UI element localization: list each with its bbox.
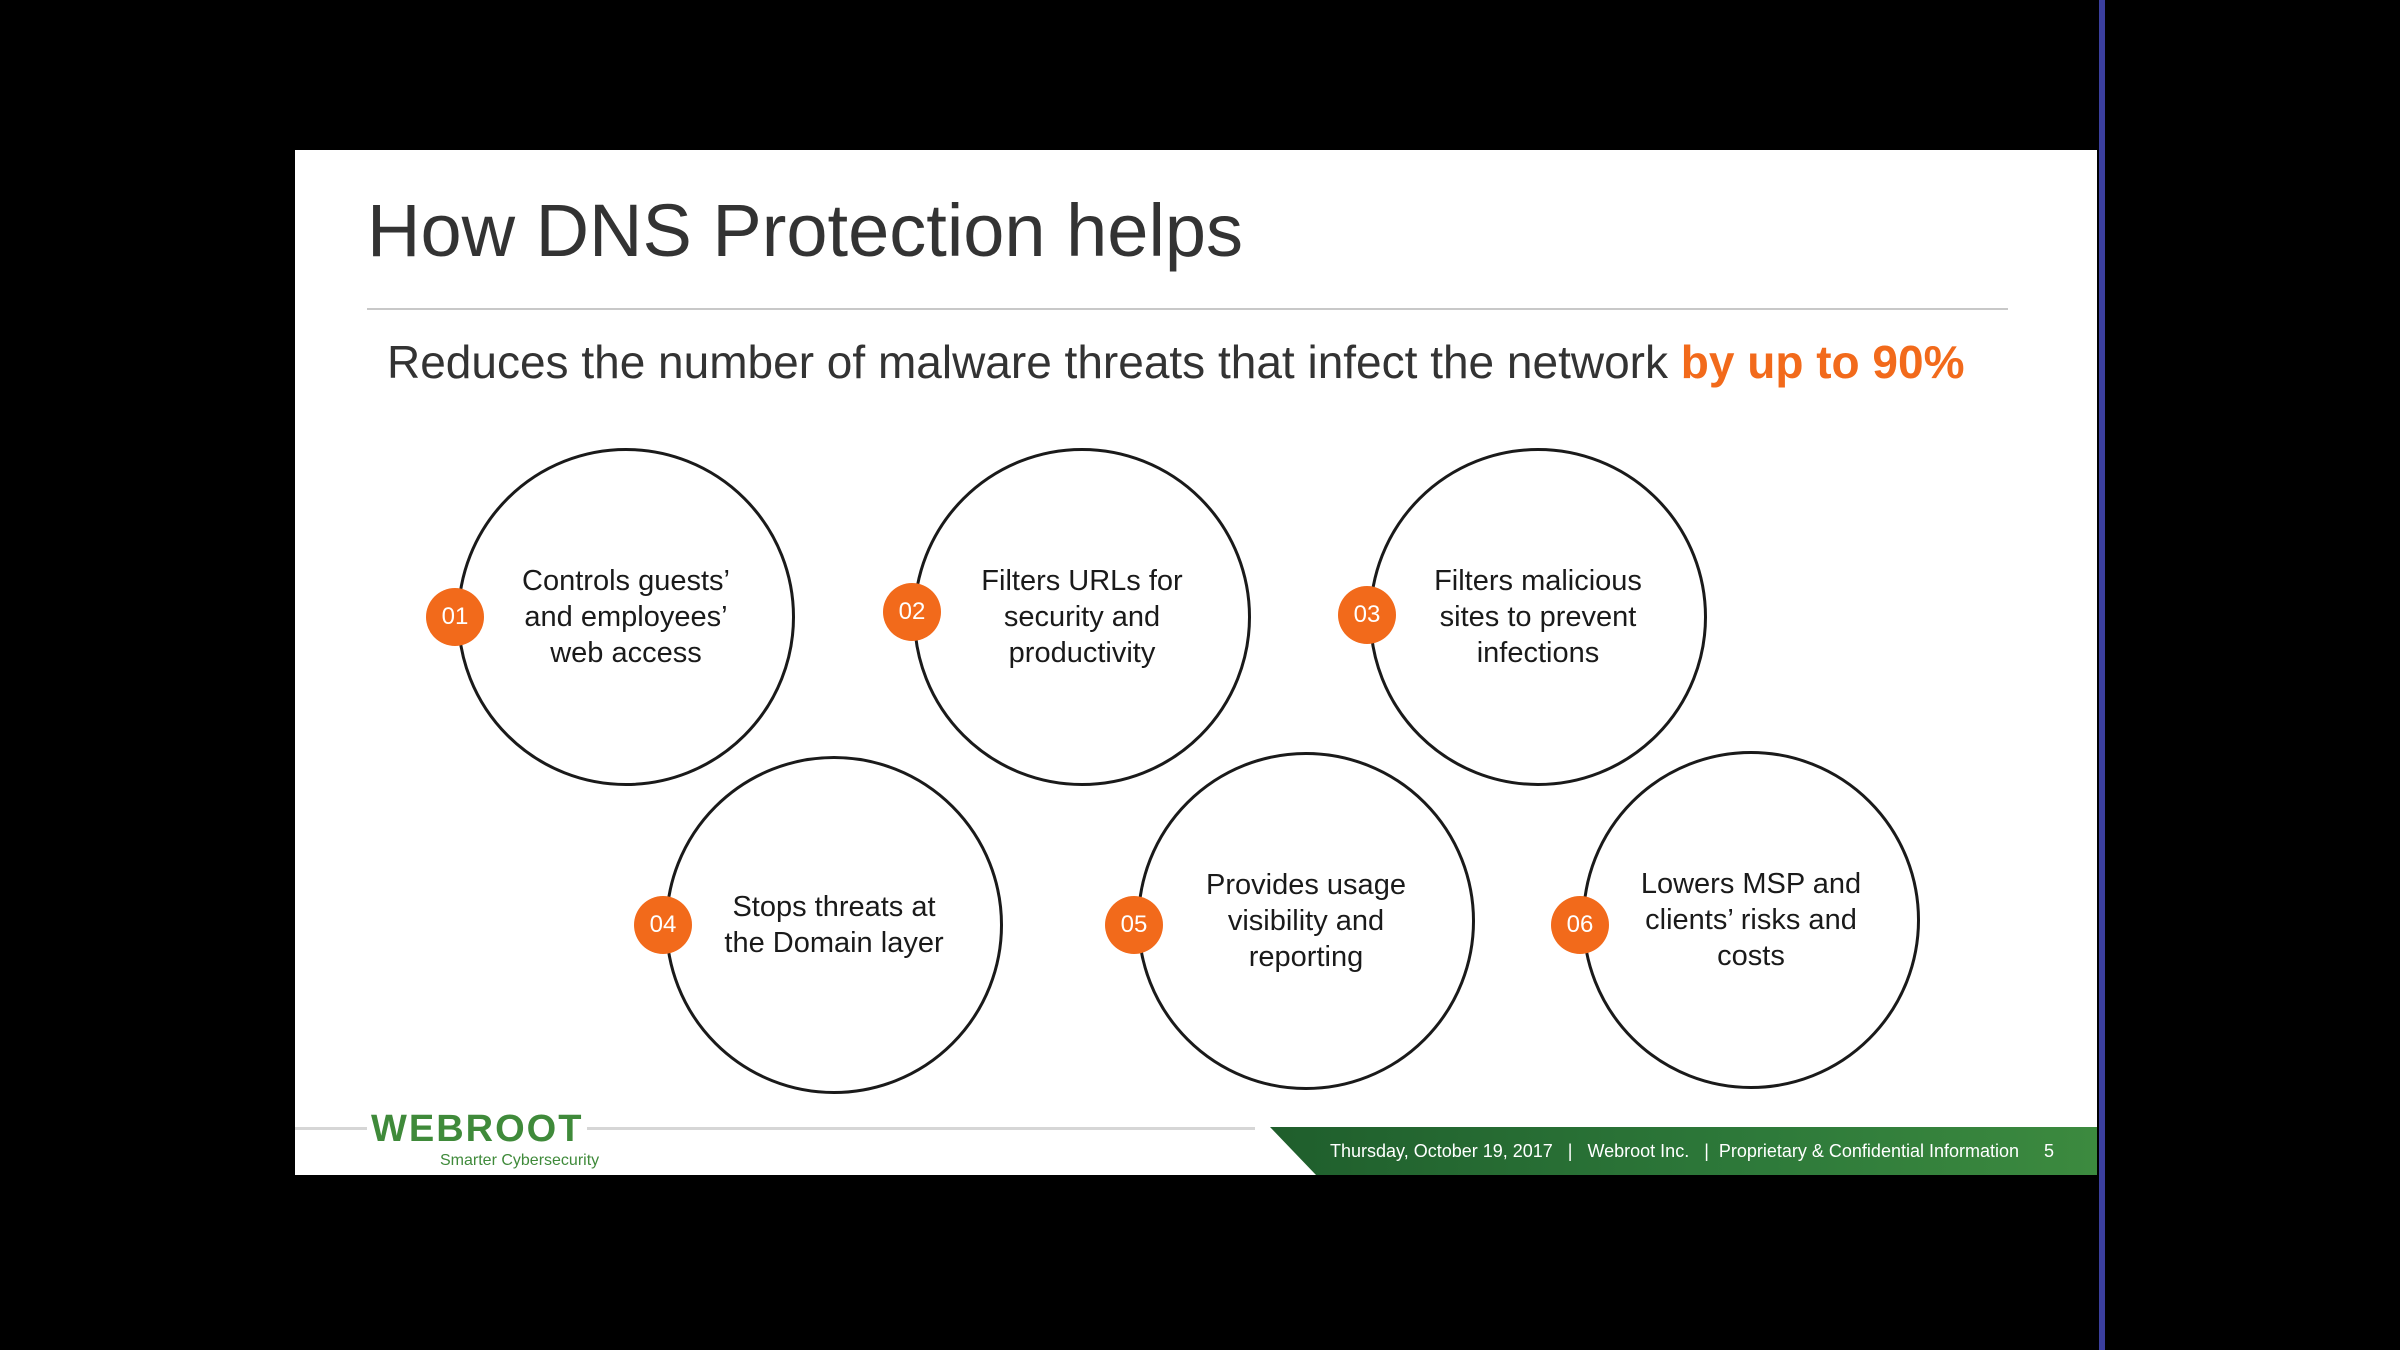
- window-edge: [2099, 0, 2105, 1350]
- benefit-circle-6: Lowers MSP and clients’ risks and costs: [1582, 751, 1920, 1089]
- benefit-circle-3: Filters malicious sites to prevent infec…: [1369, 448, 1707, 786]
- subtitle-text: Reduces the number of malware threats th…: [387, 336, 1681, 388]
- title-divider: [367, 308, 2008, 310]
- benefit-text: Controls guests’ and employees’ web acce…: [522, 565, 730, 669]
- footer-info: Thursday, October 19, 2017 | Webroot Inc…: [1330, 1141, 2055, 1161]
- benefit-text: Provides usage visibility and reporting: [1206, 869, 1406, 973]
- number-badge-2: 02: [883, 583, 941, 641]
- subtitle-highlight: by up to 90%: [1680, 336, 1965, 388]
- number-badge-5: 05: [1105, 896, 1163, 954]
- footer-banner: [1270, 1127, 2097, 1175]
- slide-title: How DNS Protection helps: [367, 189, 1244, 272]
- benefit-circle-5: Provides usage visibility and reporting: [1137, 752, 1475, 1090]
- webroot-logo: WEBROOT: [367, 1110, 588, 1148]
- benefit-text: Lowers MSP and clients’ risks and costs: [1640, 868, 1862, 972]
- number-badge-3: 03: [1338, 586, 1396, 644]
- logo-tagline: Smarter Cybersecurity: [440, 1152, 600, 1169]
- benefit-circle-1: Controls guests’ and employees’ web acce…: [457, 448, 795, 786]
- slide-subtitle: Reduces the number of malware threats th…: [387, 336, 1965, 389]
- footer-divider: [295, 1127, 1255, 1130]
- presentation-slide: How DNS Protection helps Reduces the num…: [295, 150, 2097, 1175]
- benefit-text: Filters URLs for security and productivi…: [981, 565, 1183, 669]
- benefit-circle-4: Stops threats at the Domain layer: [665, 756, 1003, 1094]
- benefit-text: Stops threats at the Domain layer: [724, 891, 944, 959]
- number-badge-4: 04: [634, 896, 692, 954]
- benefit-text: Filters malicious sites to prevent infec…: [1434, 565, 1642, 669]
- number-badge-6: 06: [1551, 896, 1609, 954]
- benefit-circle-2: Filters URLs for security and productivi…: [913, 448, 1251, 786]
- number-badge-1: 01: [426, 588, 484, 646]
